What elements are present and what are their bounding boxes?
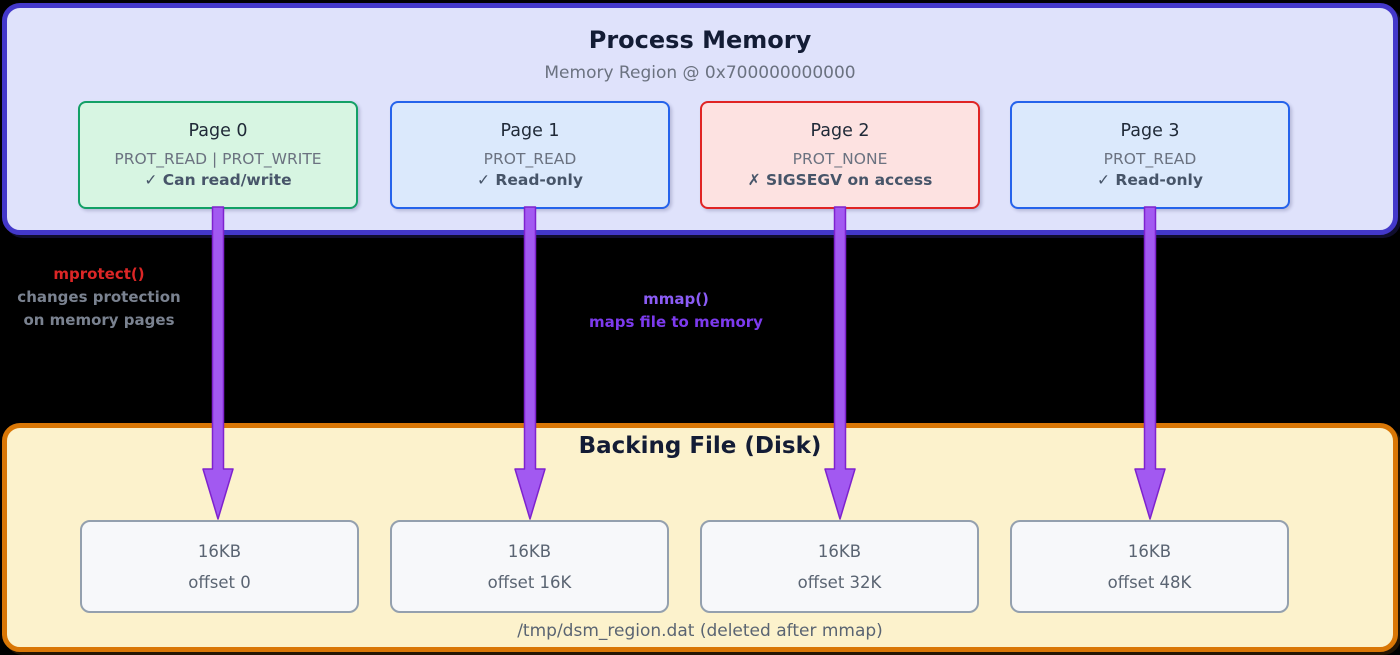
mprotect-label: mprotect() changes protection on memory …	[6, 263, 192, 332]
file-block-size: 16KB	[817, 541, 862, 561]
mprotect-description-line1: changes protection	[17, 288, 181, 306]
file-block-offset: offset 48K	[1107, 572, 1192, 592]
page-protection-flags: PROT_NONE	[792, 150, 888, 168]
page-box-2: Page 2 PROT_NONE ✗ SIGSEGV on access	[700, 101, 980, 209]
file-block-offset: offset 0	[188, 572, 251, 592]
page-name: Page 2	[810, 121, 870, 141]
page-name: Page 1	[500, 121, 560, 141]
file-block-3: 16KB offset 48K	[1010, 520, 1289, 613]
page-name: Page 3	[1120, 121, 1180, 141]
page-protection-flags: PROT_READ | PROT_WRITE	[114, 150, 322, 168]
page-access-status: ✗ SIGSEGV on access	[747, 171, 933, 189]
page-name: Page 0	[188, 121, 248, 141]
backing-file-title: Backing File (Disk)	[578, 433, 822, 459]
page-box-3: Page 3 PROT_READ ✓ Read-only	[1010, 101, 1290, 209]
mmap-description-line1: maps file to memory	[589, 313, 763, 331]
page-access-status: ✓ Can read/write	[144, 171, 292, 189]
mprotect-description-line2: on memory pages	[23, 311, 175, 329]
memory-region-address: Memory Region @ 0x700000000000	[544, 63, 856, 83]
page-protection-flags: PROT_READ	[483, 150, 577, 168]
file-block-size: 16KB	[197, 541, 242, 561]
process-memory-title: Process Memory	[588, 26, 812, 54]
page-access-status: ✓ Read-only	[477, 171, 583, 189]
file-block-size: 16KB	[507, 541, 552, 561]
file-block-offset: offset 16K	[487, 572, 572, 592]
page-box-0: Page 0 PROT_READ | PROT_WRITE ✓ Can read…	[78, 101, 358, 209]
file-block-2: 16KB offset 32K	[700, 520, 979, 613]
file-block-offset: offset 32K	[797, 572, 882, 592]
mprotect-function-name: mprotect()	[53, 265, 145, 283]
mmap-label: mmap() maps file to memory	[566, 288, 786, 334]
file-block-1: 16KB offset 16K	[390, 520, 669, 613]
file-block-size: 16KB	[1127, 541, 1172, 561]
mmap-function-name: mmap()	[643, 290, 709, 308]
page-box-1: Page 1 PROT_READ ✓ Read-only	[390, 101, 670, 209]
page-protection-flags: PROT_READ	[1103, 150, 1197, 168]
file-block-0: 16KB offset 0	[80, 520, 359, 613]
backing-file-path: /tmp/dsm_region.dat (deleted after mmap)	[517, 621, 883, 641]
page-access-status: ✓ Read-only	[1097, 171, 1203, 189]
